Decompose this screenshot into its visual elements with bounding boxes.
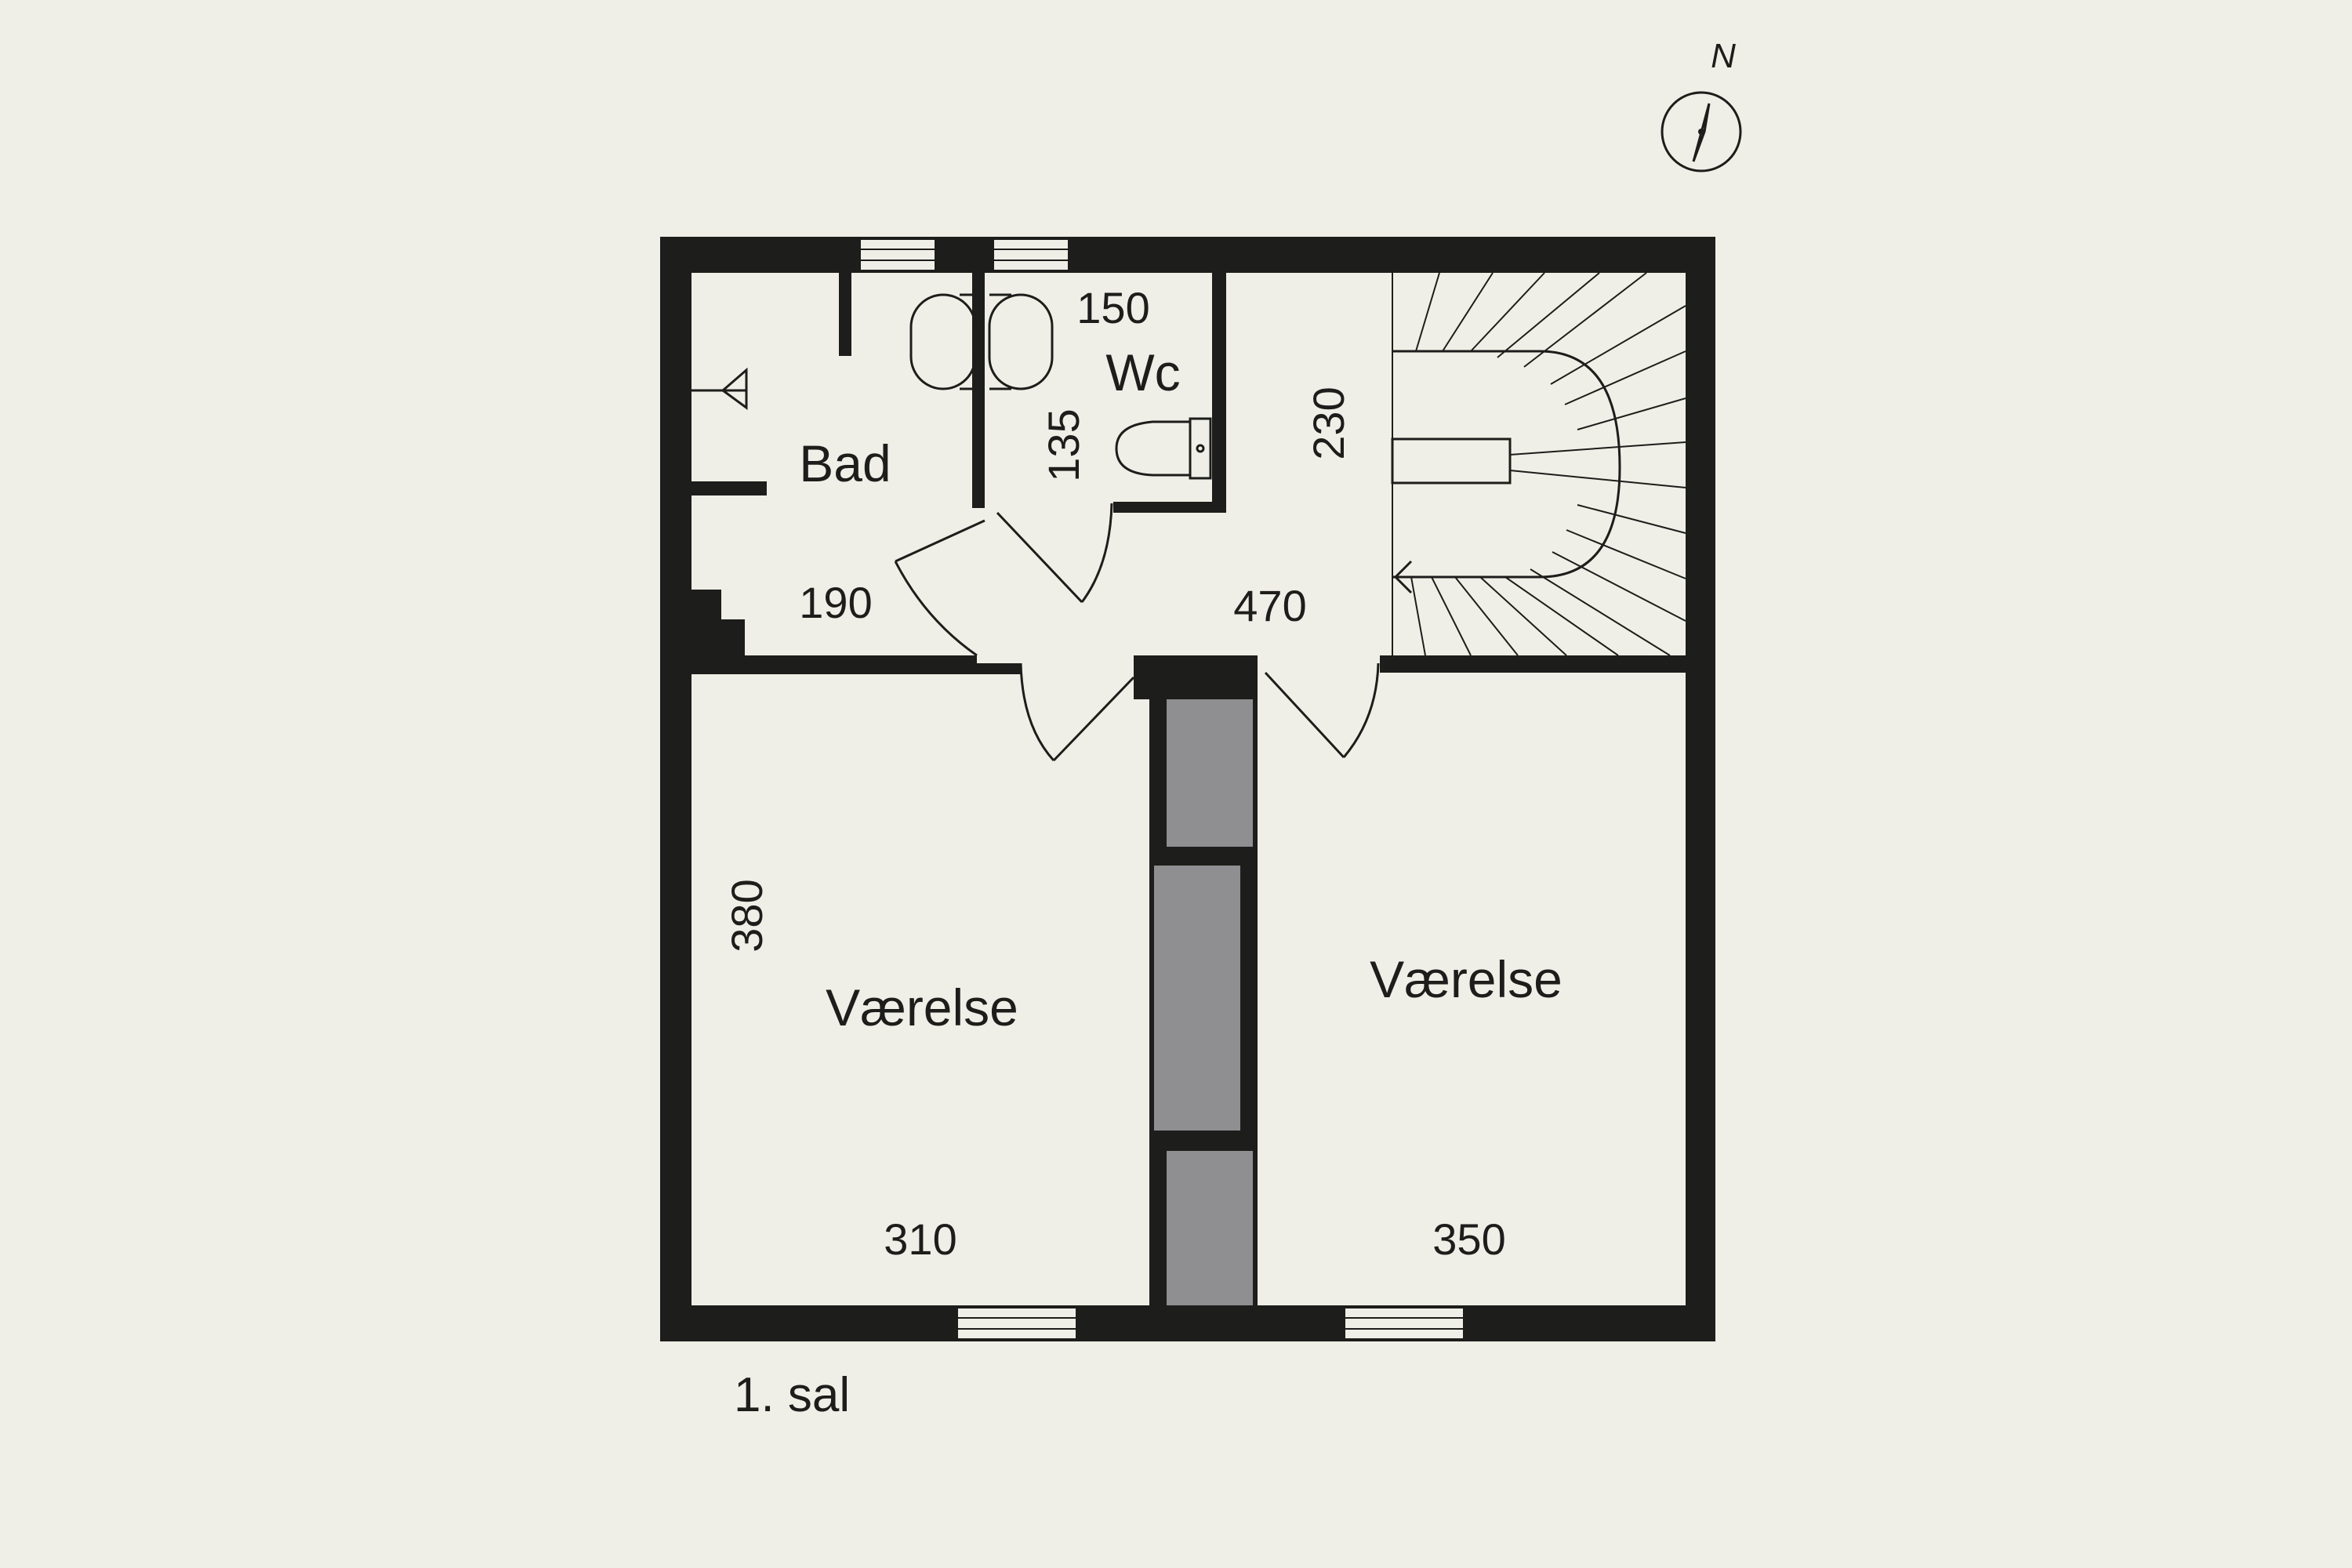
wall-north [660,237,1715,273]
wall-bad-bottom [745,655,977,665]
toilet-icon [1115,417,1212,480]
room-label-vaerelse-right: Værelse [1370,950,1563,1008]
doors [894,503,1380,762]
arrow-left-icon [1393,560,1490,594]
outer-walls [660,237,1715,1341]
dimension-wc-width: 150 [1076,283,1149,332]
staircase [1391,272,1686,656]
door-wc [996,503,1113,604]
wall-mid-right [1380,655,1686,673]
room-label-wc: Wc [1105,343,1180,401]
door-bad [894,519,985,657]
wall-bad-wc [972,273,985,508]
wall-east [1686,237,1715,1341]
wall-south [660,1305,1715,1341]
dimension-bad-width: 190 [799,578,872,627]
window-vaerelse-left [958,1308,1076,1338]
window-wc [994,240,1068,270]
wall-west [660,237,691,1341]
bad-corner-step [691,590,745,655]
window-bad [861,240,935,270]
closet-top [1167,699,1253,847]
stair-landing [1391,437,1512,485]
window-vaerelse-right [1345,1308,1463,1338]
room-label-bad: Bad [799,434,891,492]
bathtub-icon [909,293,977,390]
door-vaerelse-right [1264,662,1380,759]
door-vaerelse-left [1019,662,1135,762]
compass-ring [1661,91,1742,172]
dimension-vaerelse-right-width: 350 [1432,1214,1505,1264]
compass-icon: N [1661,37,1742,172]
wall-wc-hall [1212,273,1226,513]
compass-pivot [1698,129,1704,135]
windows [861,240,1463,1338]
shower-basin-icon [988,293,1054,390]
sink-icon [691,367,748,410]
dimension-vaerelse-left-width: 310 [884,1214,956,1264]
wall-bad-ledge [691,481,767,495]
closet-bottom [1167,1151,1253,1305]
wall-bad-stub [839,273,851,356]
floor-label: 1. sal [734,1368,850,1422]
dimension-hall-depth: 230 [1304,387,1353,459]
dimension-vaerelse-left-depth: 380 [722,879,771,952]
room-label-vaerelse-left: Værelse [826,978,1018,1036]
stair-handrail [1392,350,1621,579]
compass-north-label: N [1711,37,1736,75]
closets [1154,699,1253,1305]
stair-treads [1392,272,1686,656]
dimension-wc-depth: 135 [1039,408,1088,481]
dimension-hall-width: 470 [1233,581,1306,630]
wall-mid-left [691,663,1021,674]
closet-middle [1154,866,1240,1131]
wall-wc-bottom [1113,502,1226,513]
